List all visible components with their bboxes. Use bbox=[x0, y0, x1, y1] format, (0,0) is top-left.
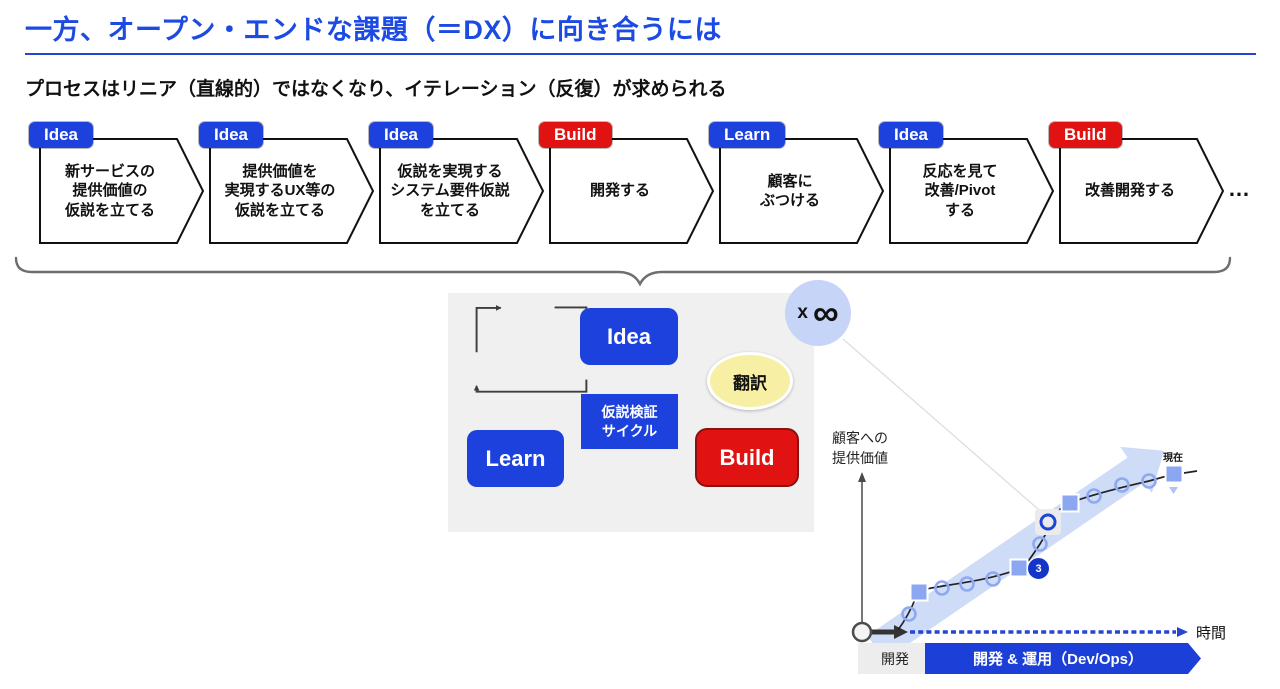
phase-devops-chevron: 開発 & 運用（Dev/Ops） bbox=[925, 643, 1201, 674]
x-axis-label: 時間 bbox=[1196, 625, 1227, 642]
step-badge: Idea bbox=[199, 122, 264, 148]
title-underline bbox=[25, 53, 1256, 55]
step-badge: Build bbox=[539, 122, 612, 148]
process-step-text: 開発する bbox=[589, 182, 650, 200]
step-badge: Idea bbox=[29, 122, 94, 148]
process-step-text: 改善開発する bbox=[1084, 182, 1175, 200]
page-title: 一方、オープン・エンドな課題（＝DX）に向き合うには bbox=[25, 15, 722, 45]
step-badge: Learn bbox=[709, 122, 786, 148]
cycle-idea-box: Idea bbox=[580, 308, 678, 365]
y-axis-label: 顧客への 提供価値 bbox=[832, 430, 888, 466]
process-step-text: 仮説を実現する システム要件仮説 を立てる bbox=[390, 162, 510, 219]
highlighted-iteration-bg bbox=[1035, 509, 1061, 535]
highlighted-iteration-marker bbox=[1039, 513, 1057, 531]
translate-ellipse: 翻訳 bbox=[707, 352, 793, 410]
cycle-learn-box: Learn bbox=[467, 430, 564, 487]
infinity-multiplier: x ∞ bbox=[785, 280, 851, 346]
process-step-text: 新サービスの 提供価値の 仮説を立てる bbox=[64, 162, 155, 219]
process-continues-ellipsis: … bbox=[1228, 176, 1252, 201]
multiplier-x: x bbox=[797, 302, 808, 323]
value-chart bbox=[842, 338, 1198, 661]
step-badge: Idea bbox=[369, 122, 434, 148]
cycle-build-box: Build bbox=[695, 428, 799, 487]
brace bbox=[14, 256, 1232, 287]
infinity-icon: ∞ bbox=[812, 292, 839, 333]
process-step-text: 反応を見て 改善/Pivot する bbox=[922, 162, 998, 219]
iteration-count-badge: 3 bbox=[1027, 557, 1050, 580]
step-badge: Idea bbox=[879, 122, 944, 148]
now-pointer-triangle bbox=[1169, 487, 1178, 494]
now-label: 現在 bbox=[1163, 453, 1183, 464]
process-step-text: 提供価値を 実現するUX等の 仮説を立てる bbox=[224, 162, 336, 219]
process-step-text: 顧客に ぶつける bbox=[759, 172, 820, 210]
step-badge: Build bbox=[1049, 122, 1122, 148]
cycle-center-label: 仮説検証 サイクル bbox=[581, 394, 678, 449]
process-chevron-shapes bbox=[39, 138, 1225, 244]
subtitle: プロセスはリニア（直線的）ではなくなり、イテレーション（反復）が求められる bbox=[25, 79, 727, 100]
